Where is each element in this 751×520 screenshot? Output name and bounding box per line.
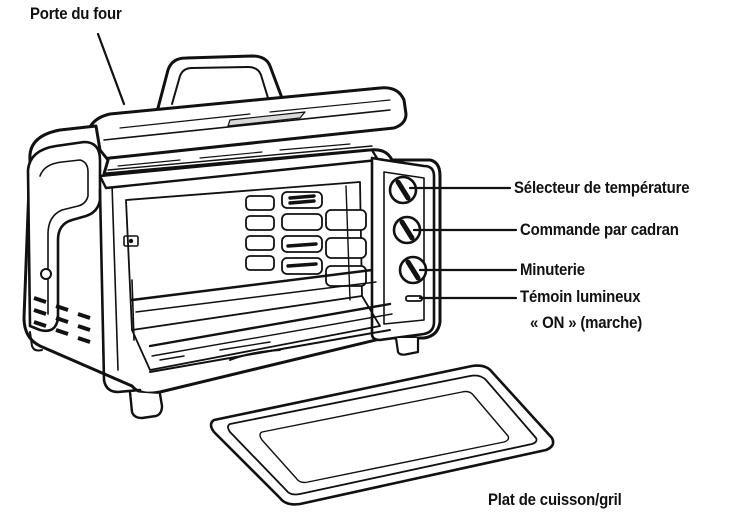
leader-lines bbox=[96, 32, 518, 300]
leader-door bbox=[96, 32, 126, 106]
label-temperature-selector: Sélecteur de température bbox=[514, 178, 690, 197]
label-door: Porte du four bbox=[30, 4, 122, 23]
oven-body bbox=[22, 124, 442, 420]
label-indicator-line2: « ON » (marche) bbox=[530, 313, 643, 332]
label-timer: Minuterie bbox=[520, 260, 585, 279]
label-baking-pan: Plat de cuisson/gril bbox=[488, 490, 622, 509]
temperature-knob bbox=[388, 175, 418, 205]
oven-cavity bbox=[123, 181, 393, 373]
label-dial-control: Commande par cadran bbox=[520, 220, 679, 239]
label-indicator-line1: Témoin lumineux bbox=[520, 287, 641, 306]
oven-door bbox=[86, 54, 408, 160]
baking-pan bbox=[209, 364, 555, 506]
